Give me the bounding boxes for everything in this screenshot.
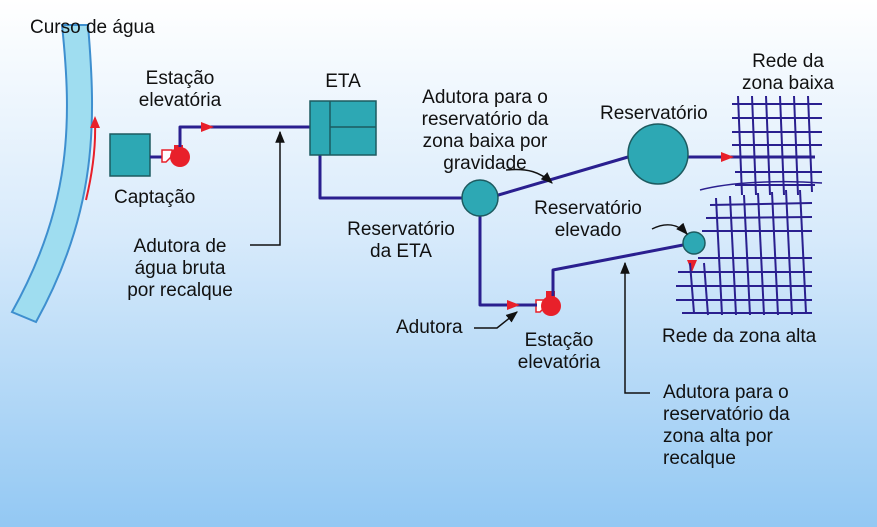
river-flow-arrow <box>85 121 97 201</box>
leader-high-zone-main <box>620 261 650 394</box>
tank-icon <box>461 179 499 217</box>
eta-reservoir-label: Reservatório da ETA <box>336 219 466 263</box>
flow-arrow-icon <box>201 122 214 132</box>
tank-icon <box>682 231 706 255</box>
elevated-reservoir-label-line: elevado <box>554 220 622 241</box>
flow-arrow-icon <box>687 260 697 272</box>
high-zone-network <box>676 189 813 316</box>
flow-arrow-icon <box>507 300 520 310</box>
flow-arrow-icon <box>721 152 734 162</box>
high-zone-main-label-line: Adutora para o <box>663 382 789 403</box>
leader-lines <box>250 130 688 394</box>
high-zone-network-label: Rede da zona alta <box>662 326 817 347</box>
flow-arrow-icon <box>90 116 100 128</box>
elevated-reservoir-label: Reservatório elevado <box>523 198 653 242</box>
raw-water-main-label: Adutora de água bruta por recalque <box>112 236 248 302</box>
leader-gravity-main <box>505 168 553 184</box>
leader-adutora <box>474 311 518 329</box>
tank-icon <box>627 123 689 185</box>
low-zone-main-label-line: Adutora para o <box>422 87 548 108</box>
raw-water-main-label-line: água bruta <box>134 258 226 279</box>
captacao-box <box>109 133 151 177</box>
high-zone-main-label-line: zona alta por <box>663 426 773 447</box>
elevated-reservoir-label-line: Reservatório <box>534 198 642 219</box>
eta-plant <box>309 100 377 156</box>
pump-station-1-label: Estação elevatória <box>120 68 240 112</box>
low-zone-main-label: Adutora para o reservatório da zona baix… <box>400 87 570 175</box>
eta-outlet-pipe <box>318 155 463 200</box>
high-zone-main-label: Adutora para o reservatório da zona alta… <box>663 382 790 470</box>
high-zone-main-label-line: reservatório da <box>663 404 790 425</box>
pipe-flow-arrows <box>201 122 734 310</box>
reservoir-low-label: Reservatório <box>600 103 708 124</box>
raw-water-pipe <box>178 125 310 147</box>
captacao-label: Captação <box>114 187 196 208</box>
low-zone-network-label-line: Rede da <box>752 51 824 72</box>
pump-station-2-label: Estação elevatória <box>497 330 621 374</box>
river-label: Curso de água <box>30 17 155 38</box>
low-zone-main-label-line: reservatório da <box>421 109 549 130</box>
eta-reservoir-label-line: Reservatório <box>347 219 455 240</box>
low-zone-main-label-line: zona baixa por <box>422 131 548 152</box>
pump-icon <box>535 291 561 316</box>
high-zone-main-label-line: recalque <box>663 448 736 469</box>
eta-reservoir-label-line: da ETA <box>370 241 432 262</box>
eta-label: ETA <box>325 71 361 92</box>
pump-station-2-label-line: elevatória <box>517 352 601 373</box>
raw-water-main-label-line: por recalque <box>127 280 233 301</box>
pump-icon <box>161 145 190 167</box>
leader-elevated <box>651 222 688 235</box>
low-zone-network-label: Rede da zona baixa <box>718 51 858 95</box>
low-zone-network <box>732 95 822 196</box>
low-zone-main-label-line: gravidade <box>443 153 527 174</box>
adutora-label: Adutora <box>396 317 463 338</box>
pump-station-1-label-line: elevatória <box>138 90 222 111</box>
river-channel <box>10 24 94 324</box>
leader-raw-water <box>250 130 285 246</box>
raw-water-main-label-line: Adutora de <box>133 236 227 257</box>
pump-station-1-label-line: Estação <box>145 68 215 89</box>
low-zone-network-label-line: zona baixa <box>742 73 834 94</box>
gravity-main-pipe <box>494 155 629 198</box>
zone-boundary <box>699 180 823 191</box>
river <box>10 24 100 324</box>
pump-station-2-label-line: Estação <box>524 330 594 351</box>
rising-main-pipe <box>551 243 684 296</box>
